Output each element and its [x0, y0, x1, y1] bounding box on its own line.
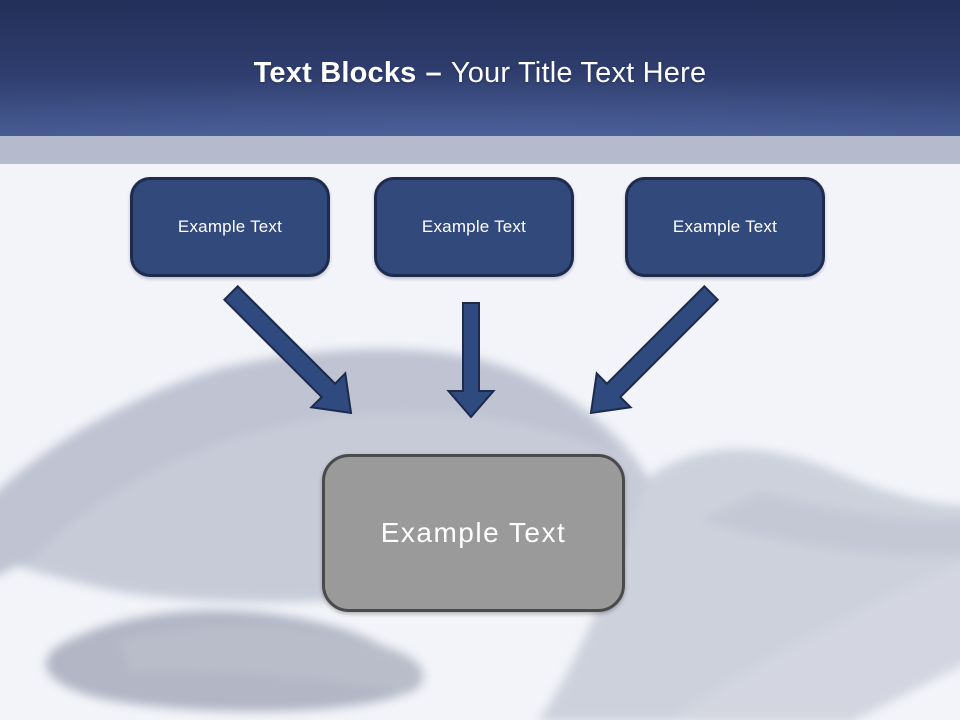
text-block-1[interactable]: Example Text	[130, 177, 330, 277]
text-block-3-label: Example Text	[672, 217, 778, 236]
title-bar: Text Blocks–Your Title Text Here	[0, 0, 960, 136]
text-block-2[interactable]: Example Text	[374, 177, 574, 277]
text-block-1-label: Example Text	[177, 217, 283, 236]
divider-band	[0, 136, 960, 164]
text-block-2-label: Example Text	[421, 217, 527, 236]
title-secondary: Your Title Text Here	[450, 56, 707, 89]
text-block-3[interactable]: Example Text	[625, 177, 825, 277]
title-separator: –	[425, 56, 442, 89]
result-block[interactable]: Example Text	[322, 454, 625, 612]
result-block-label: Example Text	[380, 517, 567, 548]
title-primary: Text Blocks	[253, 56, 417, 89]
page-title[interactable]: Text Blocks–Your Title Text Here	[254, 47, 707, 90]
